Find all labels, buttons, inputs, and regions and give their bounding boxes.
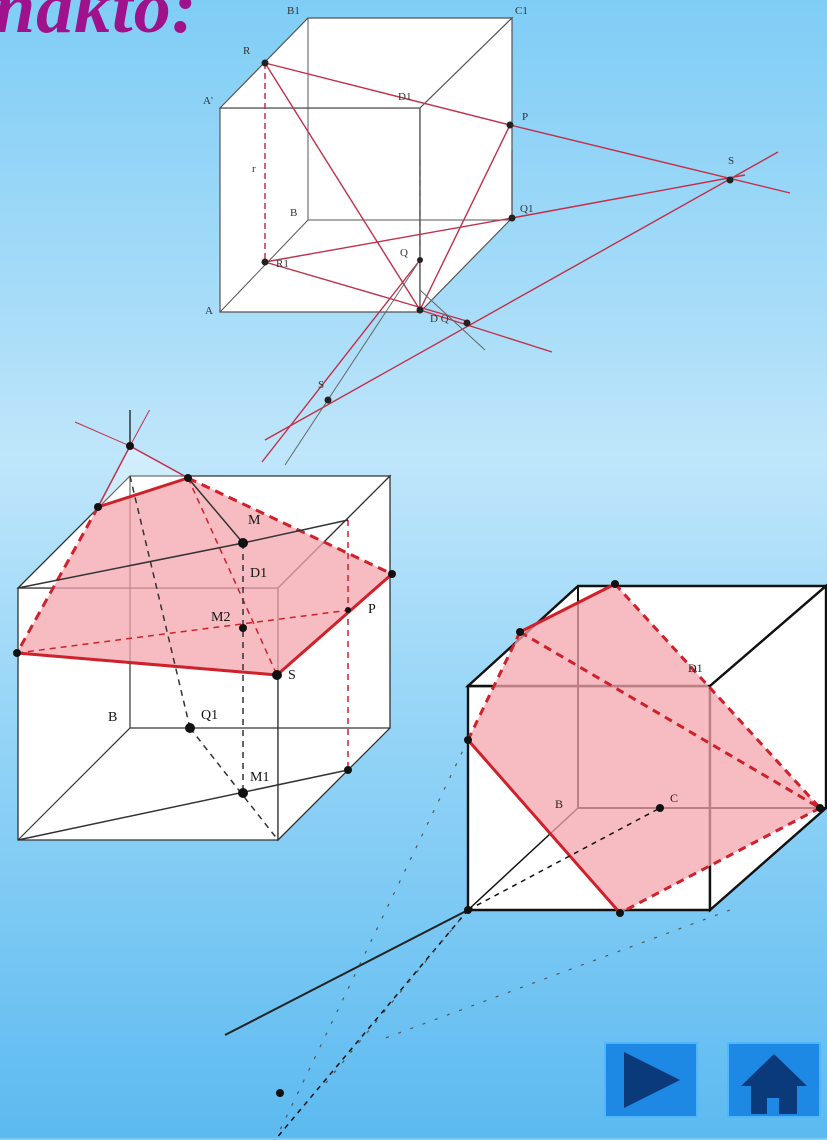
- home-button[interactable]: [727, 1042, 821, 1118]
- label-r: R: [243, 45, 251, 57]
- label-b: B: [290, 207, 297, 219]
- label-dq: D Q: [430, 313, 449, 325]
- cube-diagram-top: B1 C1 R A' D1 P r B Q1 R1 Q A D Q S S: [203, 5, 791, 466]
- label-q: Q: [400, 247, 408, 259]
- label-b1: B1: [287, 5, 300, 17]
- label-c1: C1: [515, 5, 528, 17]
- house-icon: [741, 1054, 807, 1114]
- label-b: B: [555, 797, 563, 811]
- label-s1: S: [728, 155, 734, 167]
- label-m: M: [248, 513, 261, 528]
- cube-diagram-left: M D1 M2 P S B Q1 M1: [13, 410, 396, 842]
- label-c: C: [670, 791, 678, 805]
- label-r1: R1: [276, 258, 289, 270]
- label-q1: Q1: [201, 708, 218, 723]
- slide-title: nakto:: [0, 0, 198, 49]
- label-d1: D1: [688, 661, 703, 675]
- label-d1: D1: [250, 566, 267, 581]
- label-a1: A': [203, 95, 213, 107]
- label-q1: Q1: [520, 203, 533, 215]
- cube-diagram-right: D1 B C: [224, 580, 827, 1140]
- label-a: A: [205, 305, 213, 317]
- label-s2: S: [318, 379, 324, 391]
- label-b: B: [108, 710, 117, 725]
- label-p: P: [522, 111, 528, 123]
- next-slide-button[interactable]: [604, 1042, 698, 1118]
- label-s: S: [288, 668, 296, 683]
- play-arrow-icon: [624, 1052, 680, 1108]
- label-m1: M1: [250, 770, 269, 785]
- label-p: P: [368, 602, 376, 617]
- label-d1: D1: [398, 91, 411, 103]
- label-m2: M2: [211, 610, 230, 625]
- label-r-lower: r: [252, 163, 256, 175]
